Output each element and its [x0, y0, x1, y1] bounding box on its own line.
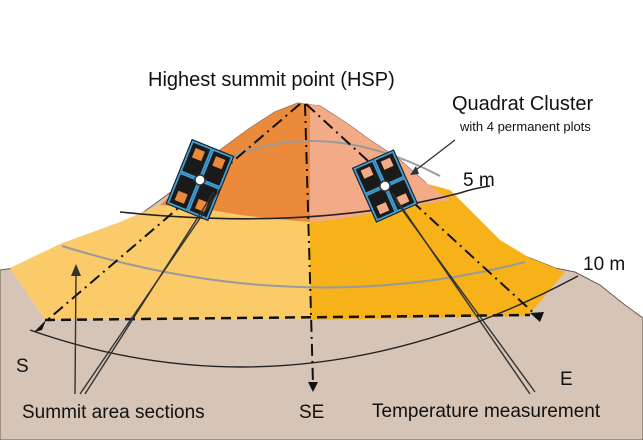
contour-10m-line — [29, 275, 579, 368]
quadrat-cluster-icon — [165, 138, 235, 222]
direction-line-e — [305, 103, 539, 318]
contour-line-lower — [61, 245, 526, 289]
direction-s-label: S — [16, 356, 29, 377]
quadrat-cluster-icon — [351, 149, 419, 223]
pointer-sections-2 — [84, 191, 215, 395]
quadrat-cluster-title: Quadrat Cluster — [452, 93, 594, 115]
summit-area-baseline — [44, 313, 531, 322]
direction-line-se — [304, 103, 314, 385]
pointer-temperature-2 — [391, 192, 531, 395]
arrowhead-s — [34, 320, 46, 332]
direction-line-s — [44, 103, 301, 323]
direction-lines — [44, 103, 539, 385]
temperature-logger-icon — [194, 174, 206, 186]
arrowhead-sections — [71, 264, 81, 276]
hsp-label: Highest summit point (HSP) — [148, 69, 395, 91]
pointer-sections-3 — [74, 271, 77, 395]
arrowhead-e — [530, 312, 544, 322]
contour-10m-label: 10 m — [583, 254, 625, 275]
direction-se-label: SE — [299, 402, 324, 423]
temperature-label: Temperature measurement — [372, 401, 601, 422]
contour-5m-line-right — [459, 185, 491, 194]
arrowhead-se — [308, 382, 318, 392]
pointer-lines — [74, 139, 536, 395]
temperature-logger-icon — [379, 180, 391, 192]
summit-sections-label: Summit area sections — [22, 402, 205, 423]
pointer-quadrat-cluster — [411, 139, 456, 174]
contour-5m-label: 5 m — [463, 170, 495, 191]
quadrat-cluster-subtitle: with 4 permanent plots — [459, 119, 591, 134]
direction-e-label: E — [560, 369, 573, 390]
arrowhead-quadrat-cluster — [410, 166, 419, 175]
